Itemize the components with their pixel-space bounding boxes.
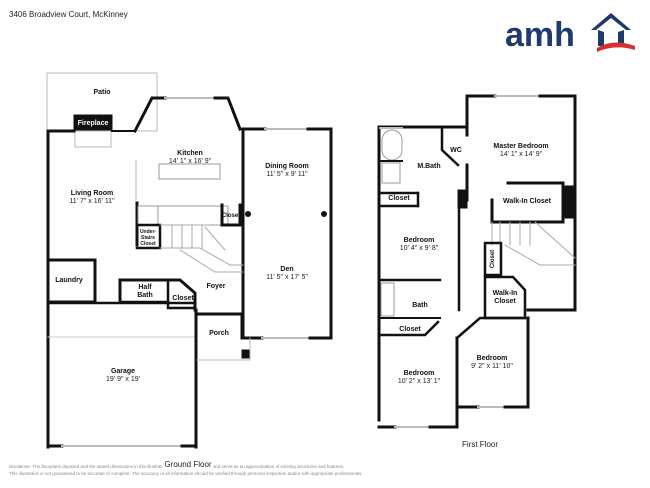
room-name-line: Closet: [140, 241, 156, 247]
room-patio: Patio: [93, 89, 110, 97]
room-name: Closet: [399, 326, 421, 333]
room-name: Living Room: [70, 190, 114, 197]
room-m-bath: M.Bath: [417, 163, 440, 171]
room-dimensions: 19' 9" x 19': [106, 376, 140, 383]
room-dimensions: 10' 2" x 13' 1": [397, 378, 441, 385]
room-name: Closet: [490, 249, 496, 269]
room-name: Kitchen: [177, 150, 203, 157]
room-dimensions: 14' 1" x 16' 9": [168, 158, 212, 165]
amh-logo: amh: [505, 13, 635, 54]
room-name: Bedroom: [403, 370, 435, 377]
room-name: Bedroom: [476, 355, 508, 362]
room-name: Closet: [388, 195, 410, 202]
room-name: Closet: [172, 295, 194, 302]
room-name: Bedroom: [403, 237, 435, 244]
room-dimensions: 9' 2" x 11' 10": [471, 363, 513, 370]
room-name: Walk-In Closet: [503, 198, 551, 205]
room-wc: WC: [450, 147, 462, 155]
room-name-line: Half: [138, 284, 152, 291]
room-dimensions: 11' 5" x 17' 5": [266, 274, 308, 281]
room-name-line: Under-: [139, 229, 157, 235]
room-name: Den: [280, 266, 294, 273]
ground-floor-label: Ground Floor: [162, 460, 214, 469]
disclaimer: Disclaimer: The floorplans depicted and …: [9, 463, 629, 477]
room-name-line: Stairs: [141, 235, 155, 241]
room-dimensions: 11' 7" x 16' 11": [69, 198, 115, 205]
room-name-line: Walk-In: [492, 290, 518, 297]
room-name: Dining Room: [265, 163, 309, 170]
room-name: Porch: [209, 330, 229, 337]
room-name: Laundry: [55, 277, 83, 284]
room-name: WC: [450, 147, 462, 154]
room-walkin-master: Walk-In Closet: [503, 198, 551, 206]
room-closet-kitchen: Closet: [222, 212, 240, 220]
room-closet-hall: Closet: [489, 250, 497, 268]
room-name-line: Closet: [494, 298, 516, 305]
room-name: Closet: [221, 213, 241, 219]
room-closet-bath: Closet: [399, 326, 420, 334]
room-name: Foyer: [206, 283, 226, 290]
room-name: Master Bedroom: [493, 143, 549, 150]
room-fireplace: Fireplace: [78, 120, 109, 128]
disclaimer-line: This illustration is not guaranteed to b…: [9, 471, 363, 476]
first-floor-label: First Floor: [462, 440, 498, 449]
room-dimensions: 14' 1" x 14' 9": [499, 151, 543, 158]
room-name: Fireplace: [77, 120, 109, 127]
room-name: M.Bath: [417, 163, 441, 170]
room-dimensions: 11' 5" x 9' 11": [266, 171, 308, 178]
room-laundry: Laundry: [55, 277, 83, 285]
room-closet-mbath: Closet: [388, 195, 409, 203]
room-name: Garage: [110, 368, 136, 375]
room-closet-foyer: Closet: [172, 295, 193, 303]
room-dimensions: 10' 4" x 9' 8": [399, 245, 439, 252]
room-name: Bath: [412, 302, 428, 309]
room-porch: Porch: [209, 330, 229, 338]
room-bath: Bath: [412, 302, 428, 310]
room-name: Patio: [93, 89, 111, 96]
svg-text:amh: amh: [505, 16, 575, 54]
property-address: 3406 Broadview Court, McKinney: [9, 10, 128, 19]
room-foyer: Foyer: [206, 283, 225, 291]
room-name-line: Bath: [137, 292, 153, 299]
